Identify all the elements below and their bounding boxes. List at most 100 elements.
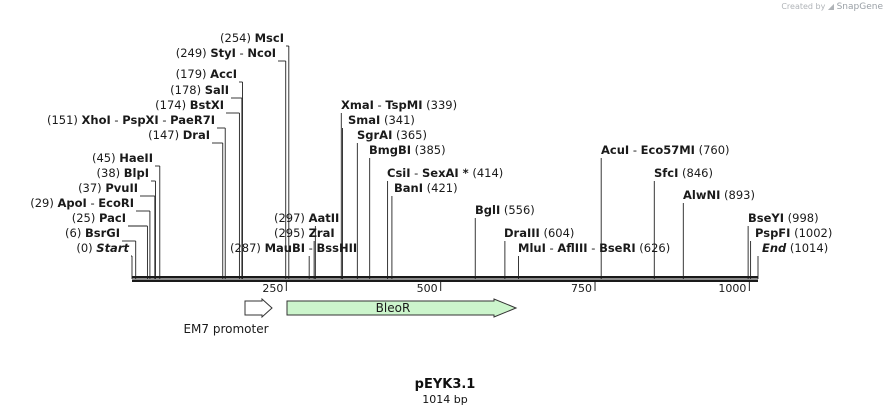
site-label-draiii[interactable]: DraIII (604) bbox=[504, 226, 574, 240]
site-text-msci: MscI bbox=[255, 31, 284, 45]
site-text-bseyi: (998) bbox=[784, 211, 819, 225]
site-text-bmgbi: (385) bbox=[411, 143, 446, 157]
site-label-bani[interactable]: BanI (421) bbox=[394, 181, 458, 195]
site-text-acui: Eco57MI bbox=[641, 143, 695, 157]
site-text-apoi: (29) bbox=[30, 196, 57, 210]
site-label-end[interactable]: End (1014) bbox=[762, 241, 828, 255]
site-text-zrai: ZraI bbox=[309, 226, 335, 240]
site-label-pvuii[interactable]: (37) PvuII bbox=[78, 181, 138, 195]
ruler-label-750: 750 bbox=[571, 282, 592, 295]
site-text-pvuii: (37) bbox=[78, 181, 105, 195]
site-text-bstxi: BstXI bbox=[190, 98, 224, 112]
site-label-paci[interactable]: (25) PacI bbox=[72, 211, 126, 225]
site-text-xhoi: PaeR7I bbox=[170, 113, 215, 127]
site-text-pspfi: PspFI bbox=[755, 226, 790, 240]
site-text-bgli: (556) bbox=[500, 203, 535, 217]
site-label-sgrai[interactable]: SgrAI (365) bbox=[357, 128, 427, 142]
site-text-haeii: (45) bbox=[92, 151, 119, 165]
site-text-csii: (414) bbox=[469, 166, 504, 180]
site-text-smai: SmaI bbox=[348, 113, 380, 127]
site-text-paci: (25) bbox=[72, 211, 99, 225]
site-label-mlui[interactable]: MluI - AflIII - BseRI (626) bbox=[518, 241, 670, 255]
site-text-blpi: (38) bbox=[97, 166, 124, 180]
site-text-apoi: EcoRI bbox=[98, 196, 134, 210]
site-text-maubi: (287) bbox=[230, 241, 265, 255]
site-text-blpi: BlpI bbox=[124, 166, 149, 180]
site-text-mlui: AflIII bbox=[557, 241, 587, 255]
site-text-aatii: (297) bbox=[274, 211, 309, 225]
site-label-bsrgi[interactable]: (6) BsrGI bbox=[65, 226, 120, 240]
site-text-csii: SexAI * bbox=[422, 166, 469, 180]
site-label-msci[interactable]: (254) MscI bbox=[220, 31, 284, 45]
site-label-apoi[interactable]: (29) ApoI - EcoRI bbox=[30, 196, 134, 210]
site-label-start[interactable]: (0) Start bbox=[76, 241, 129, 255]
site-label-bstxi[interactable]: (174) BstXI bbox=[155, 98, 224, 112]
site-label-bmgbi[interactable]: BmgBI (385) bbox=[369, 143, 446, 157]
site-text-mlui: (626) bbox=[636, 241, 671, 255]
site-text-xmai: (339) bbox=[422, 98, 457, 112]
site-text-bsrgi: (6) bbox=[65, 226, 85, 240]
site-label-csii[interactable]: CsiI - SexAI * (414) bbox=[387, 166, 503, 180]
site-text-msci: (254) bbox=[220, 31, 255, 45]
site-text-aatii: AatII bbox=[309, 211, 340, 225]
site-text-sgrai: SgrAI bbox=[357, 128, 392, 142]
site-text-alwni: (893) bbox=[720, 188, 755, 202]
site-text-paci: PacI bbox=[99, 211, 126, 225]
bleor-arrow[interactable] bbox=[286, 298, 518, 318]
site-label-bgli[interactable]: BglI (556) bbox=[475, 203, 535, 217]
site-label-xmai[interactable]: XmaI - TspMI (339) bbox=[341, 98, 457, 112]
site-text-xhoi: PspXI bbox=[122, 113, 158, 127]
site-text-bsrgi: BsrGI bbox=[85, 226, 120, 240]
site-label-sali[interactable]: (178) SalI bbox=[170, 83, 229, 97]
site-label-blpi[interactable]: (38) BlpI bbox=[97, 166, 149, 180]
brand-prefix: Created by bbox=[781, 2, 826, 11]
backbone-bottom-strand bbox=[132, 279, 758, 282]
site-text-end: (1014) bbox=[786, 241, 828, 255]
site-label-pspfi[interactable]: PspFI (1002) bbox=[755, 226, 832, 240]
site-label-bseyi[interactable]: BseYI (998) bbox=[748, 211, 819, 225]
em7-promoter-arrow[interactable] bbox=[244, 297, 273, 319]
site-text-pvuii: PvuII bbox=[105, 181, 138, 195]
site-text-zrai: (295) bbox=[274, 226, 309, 240]
site-text-bgli: BglI bbox=[475, 203, 500, 217]
site-text-pspfi: (1002) bbox=[790, 226, 832, 240]
site-text-sali: (178) bbox=[170, 83, 205, 97]
site-text-acci: (179) bbox=[176, 67, 211, 81]
site-text-apoi: ApoI bbox=[58, 196, 87, 210]
site-label-acci[interactable]: (179) AccI bbox=[176, 67, 237, 81]
site-text-xmai: TspMI bbox=[385, 98, 422, 112]
site-label-smai[interactable]: SmaI (341) bbox=[348, 113, 415, 127]
site-label-drai[interactable]: (147) DraI bbox=[148, 128, 210, 142]
snapgene-logo-icon: ◢ bbox=[827, 2, 835, 11]
site-label-zrai[interactable]: (295) ZraI bbox=[274, 226, 335, 240]
ruler-label-250: 250 bbox=[262, 282, 283, 295]
plasmid-name: pEYK3.1 bbox=[415, 377, 476, 392]
site-text-styi: StyI bbox=[210, 46, 236, 60]
site-text-bani: BanI bbox=[394, 181, 423, 195]
site-labels: (0) Start(6) BsrGI(25) PacI(29) ApoI - E… bbox=[30, 31, 832, 255]
site-text-draiii: (604) bbox=[540, 226, 575, 240]
site-label-maubi[interactable]: (287) MauBI - BssHII bbox=[230, 241, 357, 255]
site-label-acui[interactable]: AcuI - Eco57MI (760) bbox=[601, 143, 730, 157]
site-label-alwni[interactable]: AlwNI (893) bbox=[683, 188, 755, 202]
site-text-smai: (341) bbox=[380, 113, 415, 127]
site-text-maubi: MauBI bbox=[265, 241, 305, 255]
plasmid-length: 1014 bp bbox=[422, 393, 467, 406]
site-text-draiii: DraIII bbox=[504, 226, 540, 240]
site-label-sfci[interactable]: SfcI (846) bbox=[654, 166, 713, 180]
site-text-mlui: MluI bbox=[518, 241, 546, 255]
site-label-xhoi[interactable]: (151) XhoI - PspXI - PaeR7I bbox=[47, 113, 215, 127]
site-text-xhoi: (151) bbox=[47, 113, 82, 127]
site-label-aatii[interactable]: (297) AatII bbox=[274, 211, 339, 225]
site-text-sali: SalI bbox=[205, 83, 229, 97]
site-label-styi[interactable]: (249) StyI - NcoI bbox=[176, 46, 276, 60]
site-text-styi: NcoI bbox=[247, 46, 276, 60]
site-text-end: End bbox=[762, 241, 787, 255]
em7-promoter-label: EM7 promoter bbox=[183, 322, 268, 336]
site-text-bani: (421) bbox=[423, 181, 458, 195]
site-label-haeii[interactable]: (45) HaeII bbox=[92, 151, 153, 165]
site-text-csii: CsiI bbox=[387, 166, 411, 180]
